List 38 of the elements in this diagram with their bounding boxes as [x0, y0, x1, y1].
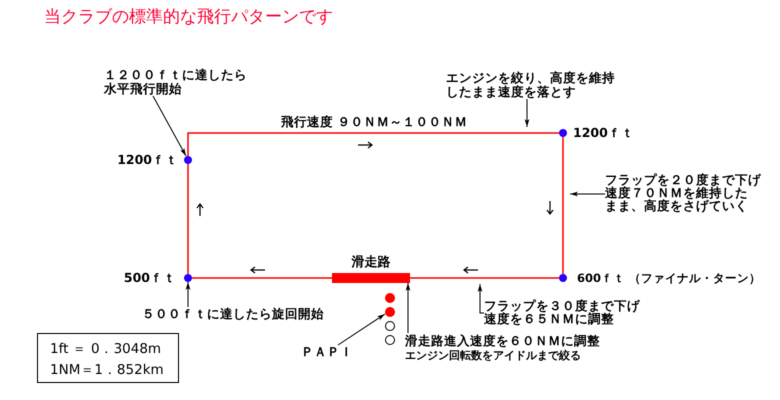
leader-arrow [406, 282, 410, 334]
light-icon [385, 335, 395, 345]
altitude-label: 1200ｆｔ [573, 126, 634, 140]
note-text: ５００ｆｔに達したら旋回開始 [142, 307, 324, 321]
unit-text: 1ft ＝ 0．3048m [50, 341, 162, 357]
title-text: 当クラブの標準的な飛行パターンです [44, 7, 333, 27]
altitude-label: 600ｆｔ （ファイナル・ターン） [577, 271, 762, 285]
speed-label: 飛行速度 ９０ＮＭ～１００ＮＭ [281, 115, 468, 129]
flight-path-line [562, 137, 564, 274]
flight-path-line [187, 132, 559, 156]
unit-box [37, 333, 179, 383]
leader-arrow [524, 98, 530, 128]
dot-icon [184, 274, 192, 282]
note-text: エンジン回転数をアイドルまで絞る [405, 348, 582, 363]
note-text: 滑走路進入速度を６０ＮＭに調整 [405, 333, 600, 348]
altitude-label: 500ｆｔ [124, 271, 176, 285]
leader-arrow [152, 96, 186, 156]
unit-text: 1NM＝1．852km [50, 362, 164, 378]
flight-path-line [187, 164, 189, 274]
runway-label: 滑走路 [352, 255, 390, 270]
dot-icon [184, 156, 192, 164]
papi-label: ＰＡＰＩ [301, 345, 353, 359]
flight-path-line [192, 277, 332, 279]
leader-arrow [570, 192, 606, 196]
note-text: エンジンを絞り、高度を維持したまま速度を落とす [446, 71, 615, 99]
light-icon [385, 321, 395, 331]
leader-arrow [186, 282, 190, 308]
light-icon [385, 293, 395, 303]
light-icon [385, 307, 395, 317]
dot-icon [559, 274, 567, 282]
note-text: フラップを３０度まで下げ速度を６５ＮＭに調整 [484, 299, 640, 325]
leader-arrow [478, 284, 484, 314]
dot-icon [559, 129, 567, 137]
altitude-label: 1200ｆｔ [117, 153, 178, 167]
note-text: フラップを２０度まで下げ速度７０ＮＭを維持したまま、高度をさげていく [605, 173, 761, 212]
flight-path-line [410, 277, 559, 279]
leader-arrow [338, 314, 386, 346]
note-text: １２００ｆｔに達したら水平飛行開始 [104, 68, 247, 96]
